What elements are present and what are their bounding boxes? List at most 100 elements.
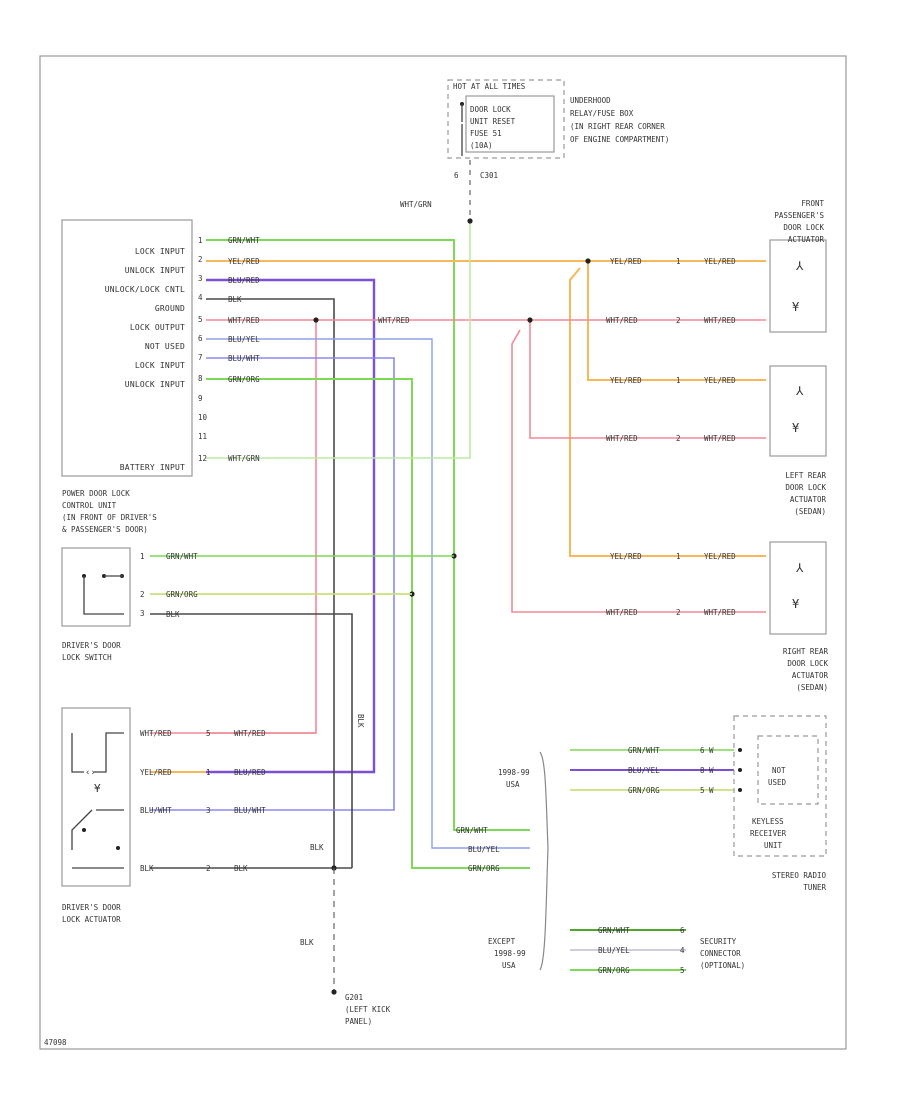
fuse-wire: WHT/GRN bbox=[400, 200, 432, 209]
wire-label-5: WHT/RED bbox=[228, 316, 260, 325]
keyless-receiver: GRN/WHT 6 W BLU/YEL 8 W GRN/ORG 5 W NOT … bbox=[570, 715, 827, 892]
node-yel-red bbox=[585, 258, 591, 264]
rr-p2: 2 bbox=[676, 608, 681, 617]
cu-pin-label-5: LOCK OUTPUT bbox=[130, 323, 185, 332]
sc-name-1: SECURITY bbox=[700, 937, 737, 946]
sc-w1: GRN/WHT bbox=[598, 926, 630, 935]
fp-w1: YEL/RED bbox=[610, 257, 642, 266]
act-w3-out: BLU/WHT bbox=[234, 806, 266, 815]
sw-wire-2: GRN/ORG bbox=[166, 590, 198, 599]
kr-outer-box bbox=[733, 715, 827, 857]
rr-p1: 1 bbox=[676, 552, 681, 561]
sw-wire-1: GRN/WHT bbox=[166, 552, 198, 561]
right-rear-actuator-box bbox=[769, 541, 827, 635]
act-w4-out: BLK bbox=[234, 864, 248, 873]
actuator-circuit-top bbox=[71, 732, 124, 773]
kr-unit-2: RECEIVER bbox=[750, 829, 787, 838]
usa-2: USA bbox=[506, 780, 520, 789]
fuse-pin: 6 bbox=[454, 171, 459, 180]
switch-circuit bbox=[83, 575, 124, 615]
cu-pin-5: 5 bbox=[198, 315, 203, 324]
rr-w2b: WHT/RED bbox=[704, 608, 736, 617]
blk-horizontal-label: BLK bbox=[310, 843, 324, 852]
cu-pin-11: 11 bbox=[198, 432, 207, 441]
lr-name-4: (SEDAN) bbox=[794, 507, 826, 516]
cu-pin-4: 4 bbox=[198, 293, 203, 302]
act-w1-in: WHT/RED bbox=[140, 729, 172, 738]
lr-p1: 1 bbox=[676, 376, 681, 385]
control-unit-wires: GRN/WHT YEL/RED BLU/RED BLK WHT/RED WHT/… bbox=[206, 218, 588, 869]
motor-down-icon: ¥ bbox=[792, 597, 800, 611]
sc-p3: 5 bbox=[680, 966, 685, 975]
cu-pin-9: 9 bbox=[198, 394, 203, 403]
act-w2-in: YEL/RED bbox=[140, 768, 172, 777]
lr-w1b: YEL/RED bbox=[704, 376, 736, 385]
chevron-icon: ‹› bbox=[85, 768, 96, 778]
kr-name-1: STEREO RADIO bbox=[772, 871, 827, 880]
fp-name-1: FRONT bbox=[801, 199, 824, 208]
bundle-brace bbox=[539, 751, 549, 971]
front-passenger-actuator-box bbox=[769, 239, 827, 333]
sw-pin-3: 3 bbox=[140, 609, 145, 618]
wire-grn-wht bbox=[206, 239, 455, 556]
fuse-box: HOT AT ALL TIMES DOOR LOCK UNIT RESET FU… bbox=[400, 79, 669, 218]
motor-down-icon: ¥ bbox=[94, 782, 101, 795]
ground-terminal bbox=[331, 989, 337, 995]
node-wht-red bbox=[313, 317, 319, 323]
wire-wht-red-right-rear bbox=[511, 329, 766, 613]
wire-wht-red-left-rear bbox=[529, 320, 766, 439]
fuse-line-2: UNIT RESET bbox=[470, 117, 516, 126]
diagram-frame bbox=[39, 55, 847, 1050]
control-unit: LOCK INPUT UNLOCK INPUT UNLOCK/LOCK CNTL… bbox=[61, 219, 208, 534]
usa-1: 1998-99 bbox=[498, 768, 530, 777]
kr-pin bbox=[738, 788, 742, 792]
motor-up-icon: ⅄ bbox=[795, 384, 804, 398]
act-p3: 3 bbox=[206, 806, 211, 815]
fuse-location-2: RELAY/FUSE BOX bbox=[570, 109, 634, 118]
switch-contact bbox=[116, 846, 120, 850]
act-name-2: LOCK ACTUATOR bbox=[62, 915, 121, 924]
sc-w3: GRN/ORG bbox=[598, 966, 630, 975]
switch-box bbox=[61, 547, 131, 627]
wire-label-12: WHT/GRN bbox=[228, 454, 260, 463]
act-name-1: DRIVER'S DOOR bbox=[62, 903, 121, 912]
wire-label-1: GRN/WHT bbox=[228, 236, 260, 245]
lr-w1: YEL/RED bbox=[610, 376, 642, 385]
node-wht-red-split bbox=[527, 317, 533, 323]
kr-inner-box bbox=[757, 735, 819, 805]
wire-grn-wht-to-bundle bbox=[453, 556, 530, 831]
switch-contact bbox=[82, 828, 86, 832]
wire-label-7: BLU/WHT bbox=[228, 354, 260, 363]
actuator-switch-circuit bbox=[71, 809, 124, 869]
security-connector: GRN/WHT 6 BLU/YEL 4 GRN/ORG 5 SECURITY C… bbox=[570, 926, 745, 975]
sc-name-3: (OPTIONAL) bbox=[700, 961, 745, 970]
cu-pin-label-12: BATTERY INPUT bbox=[120, 463, 185, 472]
bundle-3: GRN/ORG bbox=[468, 864, 500, 873]
wire-label-4: BLK bbox=[228, 295, 242, 304]
except-1: EXCEPT bbox=[488, 937, 516, 946]
lr-name-1: LEFT REAR bbox=[785, 471, 826, 480]
lr-w2b: WHT/RED bbox=[704, 434, 736, 443]
sw-pin-1: 1 bbox=[140, 552, 145, 561]
cu-pin-1: 1 bbox=[198, 236, 203, 245]
fp-name-4: ACTUATOR bbox=[788, 235, 825, 244]
act-w4-in: BLK bbox=[140, 864, 154, 873]
act-p2: 1 bbox=[206, 768, 211, 777]
motor-up-icon: ⅄ bbox=[795, 259, 804, 273]
ground-1: G201 bbox=[345, 993, 363, 1002]
fp-name-2: PASSENGER'S bbox=[774, 211, 824, 220]
fp-p2: 2 bbox=[676, 316, 681, 325]
wire-label-6: BLU/YEL bbox=[228, 335, 260, 344]
cu-pin-3: 3 bbox=[198, 274, 203, 283]
fp-w2: WHT/RED bbox=[606, 316, 638, 325]
wire-label-3: BLU/RED bbox=[228, 276, 260, 285]
control-unit-box bbox=[61, 219, 193, 477]
wire-yel-red-right-rear bbox=[569, 267, 766, 557]
lr-name-2: DOOR LOCK bbox=[785, 483, 826, 492]
wire-label-2: YEL/RED bbox=[228, 257, 260, 266]
wire-bundle: GRN/WHT BLU/YEL GRN/ORG 1998-99 USA EXCE… bbox=[456, 751, 549, 971]
fuse-location-4: OF ENGINE COMPARTMENT) bbox=[570, 135, 669, 144]
ground-3: PANEL) bbox=[345, 1017, 372, 1026]
sw-wire-blk bbox=[150, 613, 353, 868]
cu-pin-label-2: UNLOCK INPUT bbox=[125, 266, 185, 275]
